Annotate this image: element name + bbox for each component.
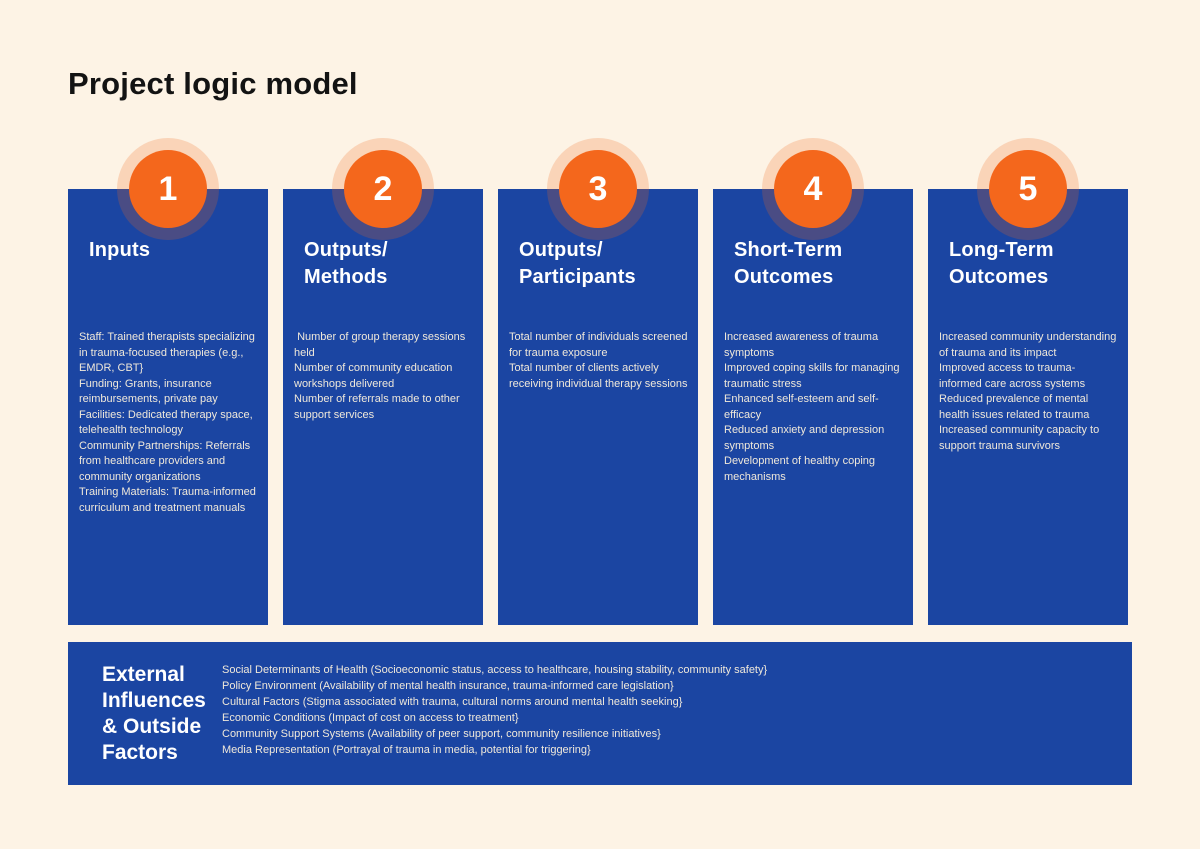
- column-body: Increased awareness of trauma symptoms I…: [724, 330, 903, 485]
- column-body: Total number of individuals screened for…: [509, 330, 688, 392]
- column-item: Increased community capacity to support …: [939, 424, 1103, 452]
- external-factor: Policy Environment (Availability of ment…: [222, 679, 674, 692]
- column-item: Total number of individuals screened for…: [509, 331, 691, 359]
- column-item: Training Materials: Trauma-informed curr…: [79, 486, 259, 514]
- column-title: Outputs/ Participants: [519, 239, 636, 288]
- step-badge-1: 1: [117, 138, 219, 240]
- step-number: 1: [158, 169, 178, 208]
- external-factor: Social Determinants of Health (Socioecon…: [222, 664, 768, 676]
- column-long-term-outcomes: 5 Long-Term Outcomes Increased community…: [928, 138, 1128, 625]
- step-number: 2: [373, 169, 393, 208]
- column-item: Increased awareness of trauma symptoms: [724, 331, 882, 359]
- step-number: 5: [1018, 169, 1038, 208]
- step-badge-3: 3: [547, 138, 649, 240]
- column-inputs: 1 Inputs Staff: Trained therapists speci…: [68, 138, 268, 625]
- external-factor: Community Support Systems (Availability …: [222, 727, 661, 740]
- column-item: Number of referrals made to other suppor…: [294, 393, 463, 421]
- column-item: Improved coping skills for managing trau…: [724, 362, 903, 390]
- column-title: Outputs/ Methods: [304, 239, 388, 288]
- step-number: 3: [588, 169, 608, 208]
- column-item: Funding: Grants, insurance reimbursement…: [79, 377, 218, 406]
- page-title: Project logic model: [68, 66, 358, 101]
- step-number-circle: 4: [774, 150, 852, 228]
- column-item: Reduced anxiety and depression symptoms: [724, 424, 888, 452]
- column-body: Staff: Trained therapists specializing i…: [79, 330, 258, 516]
- external-factors-list: Social Determinants of Health (Socioecon…: [222, 663, 1112, 758]
- step-number: 4: [803, 169, 823, 208]
- column-item: Number of community education workshops …: [294, 362, 456, 390]
- step-number-circle: 1: [129, 150, 207, 228]
- column-item: Facilities: Dedicated therapy space, tel…: [79, 408, 256, 437]
- column-item: Enhanced self-esteem and self-efficacy: [724, 393, 879, 421]
- column-title: Long-Term Outcomes: [949, 239, 1054, 288]
- column-item: Total number of clients actively receivi…: [509, 362, 688, 390]
- column-item: Improved access to trauma-informed care …: [939, 362, 1086, 390]
- column-short-term-outcomes: 4 Short-Term Outcomes Increased awarenes…: [713, 138, 913, 625]
- external-factor: Economic Conditions (Impact of cost on a…: [222, 711, 519, 724]
- column-outputs-methods: 2 Outputs/ Methods Number of group thera…: [283, 138, 483, 625]
- step-badge-5: 5: [977, 138, 1079, 240]
- column-item: Reduced prevalence of mental health issu…: [939, 393, 1092, 421]
- column-item: Development of healthy coping mechanisms: [724, 455, 879, 483]
- column-title: Inputs: [89, 239, 151, 261]
- external-factor: Media Representation (Portrayal of traum…: [222, 743, 591, 756]
- column-item: Increased community understanding of tra…: [939, 331, 1120, 359]
- step-number-circle: 2: [344, 150, 422, 228]
- column-body: Number of group therapy sessions held Nu…: [294, 330, 473, 423]
- external-influences-bar: External Influences & Outside Factors So…: [68, 642, 1132, 785]
- external-influences-title: External Influences & Outside Factors: [102, 663, 206, 764]
- external-factor: Cultural Factors (Stigma associated with…: [222, 695, 683, 708]
- column-outputs-participants: 3 Outputs/ Participants Total number of …: [498, 138, 698, 625]
- column-item: Staff: Trained therapists specializing i…: [79, 331, 258, 374]
- step-badge-4: 4: [762, 138, 864, 240]
- columns-row: 1 Inputs Staff: Trained therapists speci…: [68, 138, 1128, 625]
- column-body: Increased community understanding of tra…: [939, 330, 1118, 454]
- step-badge-2: 2: [332, 138, 434, 240]
- step-number-circle: 3: [559, 150, 637, 228]
- column-item: Number of group therapy sessions held: [294, 331, 469, 359]
- column-item: Community Partnerships: Referrals from h…: [79, 439, 254, 483]
- step-number-circle: 5: [989, 150, 1067, 228]
- column-title: Short-Term Outcomes: [734, 239, 843, 288]
